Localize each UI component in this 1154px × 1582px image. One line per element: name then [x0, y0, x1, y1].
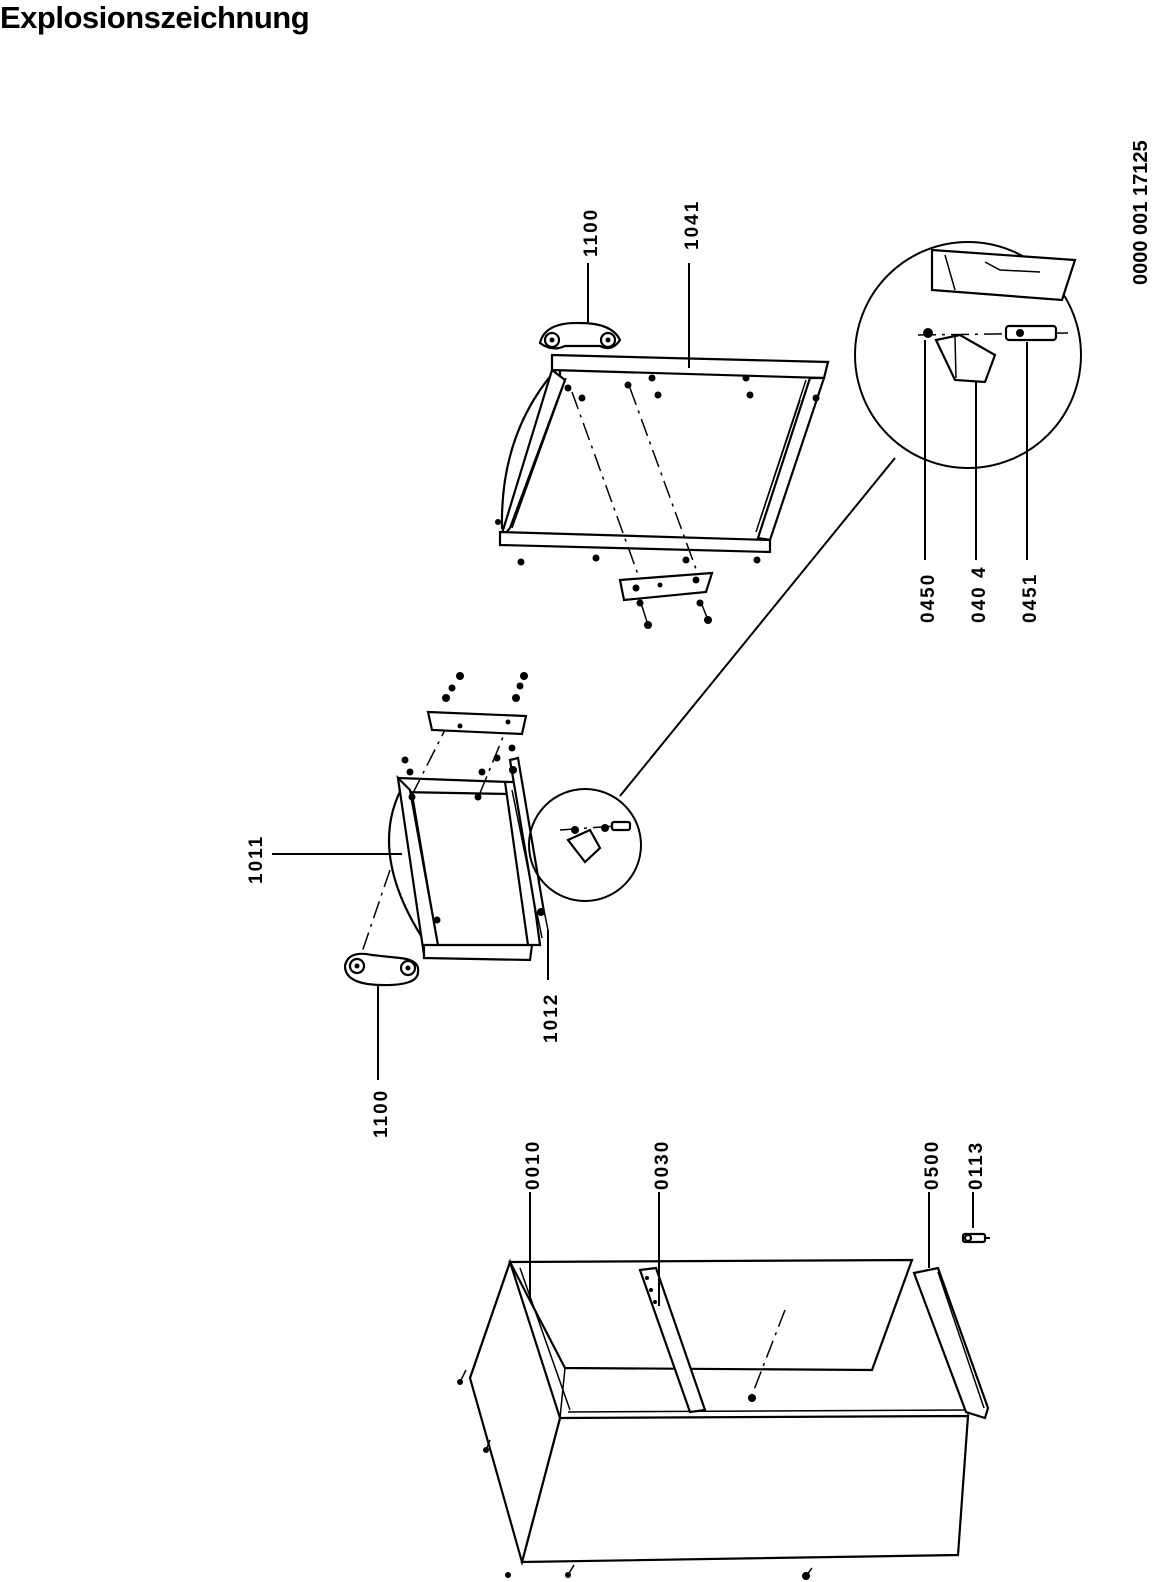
- callout-0450: 0450: [918, 573, 939, 623]
- callout-1100-top: 1100: [581, 208, 602, 257]
- part-0113: [961, 1232, 990, 1244]
- handle-1100-mid: [343, 952, 420, 987]
- callout-1011: 1011: [246, 835, 267, 884]
- page-title: Explosionszeichnung: [0, 0, 310, 35]
- hinge-1012: [508, 756, 546, 916]
- cabinet-0010: [457, 1258, 970, 1580]
- callout-0404: 040 4: [969, 565, 990, 623]
- handle-1100-top: [538, 321, 622, 350]
- strip-0500: [912, 1266, 990, 1420]
- callout-0500: 0500: [922, 1140, 943, 1190]
- detail-circle-small: [528, 788, 642, 902]
- callout-0113: 0113: [966, 1141, 987, 1190]
- callout-1041: 1041: [682, 200, 703, 250]
- callout-1012: 1012: [541, 993, 562, 1043]
- callout-0030: 0030: [652, 1140, 673, 1190]
- callout-0010: 0010: [523, 1140, 544, 1190]
- rail-0030: [638, 1266, 707, 1414]
- callout-1100-mid: 1100: [371, 1089, 392, 1138]
- callout-0451: 0451: [1020, 573, 1041, 623]
- document-number: 0000 001 17125: [1130, 140, 1152, 285]
- door-shelf-1041: [495, 353, 830, 629]
- detail-zoom-circle: [854, 241, 1082, 469]
